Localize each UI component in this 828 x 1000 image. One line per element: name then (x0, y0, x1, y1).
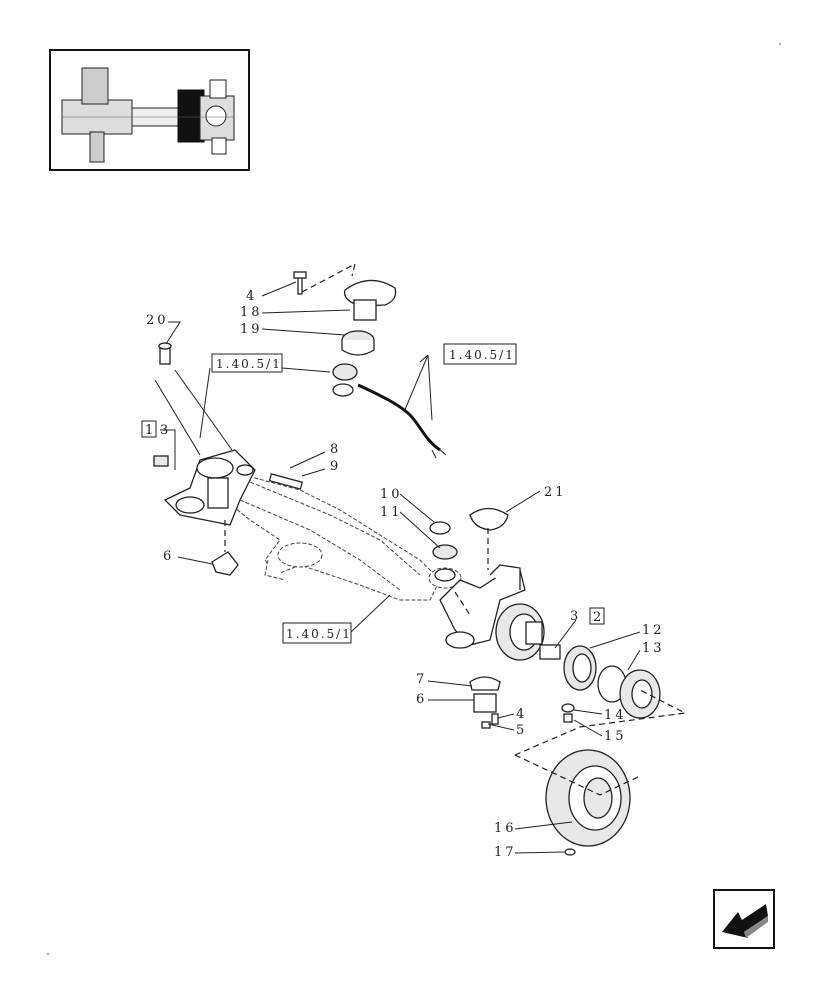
bracket-6-left (211, 551, 239, 576)
assembly-dash-lines (224, 262, 687, 796)
kingpin-cap (343, 279, 397, 321)
right-steering-knuckle (439, 564, 545, 661)
cap-21 (469, 507, 509, 531)
callout-12: 12 (642, 623, 665, 638)
callout-13: 13 (642, 641, 665, 656)
grease-nipple-20 (158, 342, 172, 365)
spacer-3-right (539, 644, 561, 660)
callout-10: 10 (380, 487, 403, 502)
svg-text:1.40.5/1: 1.40.5/1 (216, 357, 282, 371)
callout-14: 14 (604, 708, 627, 723)
callout-4-lower: 4 (516, 707, 527, 722)
callout-16: 16 (494, 821, 517, 836)
cap-14-15 (561, 703, 575, 723)
left-steering-knuckle (163, 449, 256, 526)
bearing-13 (597, 665, 661, 719)
sensor-cable (357, 383, 447, 459)
seal-12 (563, 645, 597, 691)
hub-16 (545, 749, 631, 847)
reference-box-top-right[interactable]: 1.40.5/1 (443, 343, 517, 365)
callout-15: 15 (604, 729, 627, 744)
plug-3-left (153, 455, 169, 467)
callout-6-lower: 6 (416, 692, 427, 707)
callout-3-left: 3 (160, 423, 171, 438)
callout-6-left: 6 (163, 549, 174, 564)
bushing-19 (341, 330, 375, 356)
return-arrow-icon[interactable] (713, 889, 775, 949)
svg-text:1.40.5/1: 1.40.5/1 (286, 627, 352, 641)
bolt-8-9 (236, 464, 304, 490)
callout-21: 21 (544, 485, 567, 500)
callout-11: 11 (380, 505, 403, 520)
washer-10-11 (429, 521, 458, 582)
screw-4-5-lower (481, 713, 499, 729)
callout-4-top: 4 (246, 289, 257, 304)
bracket-7-6-lower (469, 676, 501, 713)
callout-labels: 4 18 19 20 1 3 8 9 10 11 21 6 3 2 12 13 … (141, 289, 665, 860)
callout-leaders (154, 281, 641, 854)
callout-3-right: 3 (570, 609, 581, 624)
thumbnail-axle-picture (61, 67, 235, 163)
callout-19: 19 (240, 322, 263, 337)
bolt-4-top (293, 271, 307, 295)
svg-text:1.40.5/1: 1.40.5/1 (449, 348, 515, 362)
bolt-17 (564, 848, 576, 856)
callout-20: 20 (146, 313, 169, 328)
overview-thumbnail[interactable] (49, 49, 250, 171)
reference-box-top-left[interactable]: 1.40.5/1 (211, 353, 283, 373)
callout-box-1: 1 (145, 423, 156, 438)
bearing-cone (332, 363, 358, 397)
callout-18: 18 (240, 305, 263, 320)
reference-box-bottom[interactable]: 1.40.5/1 (282, 622, 352, 644)
callout-8: 8 (330, 442, 341, 457)
callout-7: 7 (416, 672, 427, 687)
callout-17: 17 (494, 845, 517, 860)
callout-box-2: 2 (593, 610, 604, 625)
callout-9: 9 (330, 459, 341, 474)
callout-5: 5 (516, 723, 527, 738)
